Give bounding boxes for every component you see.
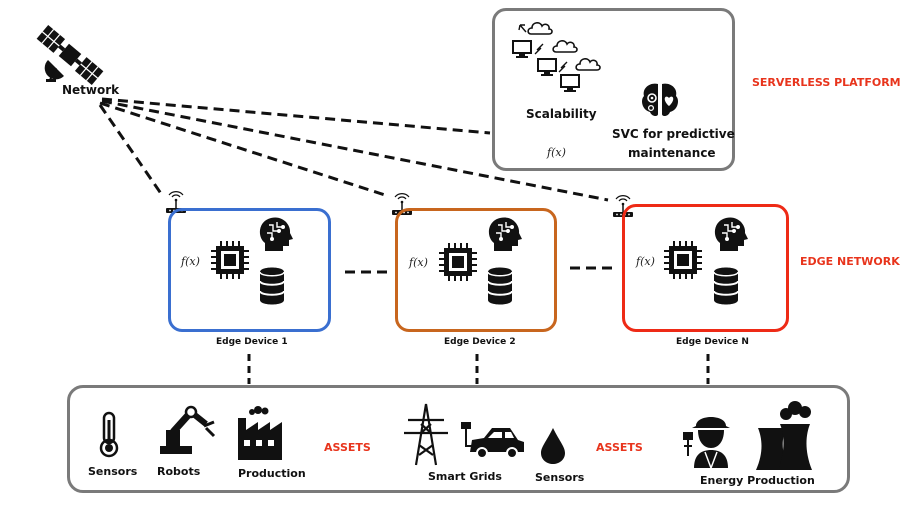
power-tower-icon [404, 403, 448, 466]
scalability-label: Scalability [526, 107, 597, 121]
device1-fx-label: f(x) [181, 255, 200, 268]
robot-arm-icon [160, 405, 216, 454]
energy-production-label: Energy Production [700, 474, 815, 487]
assets-title-right: ASSETS [596, 441, 643, 454]
asset-links [247, 354, 710, 384]
satellite-icon [36, 24, 104, 86]
cooling-tower-icon [756, 401, 812, 470]
edge-device-n-frame [622, 204, 789, 332]
svc-label-line1: SVC for predictive [612, 127, 735, 141]
brain-icon [642, 83, 678, 117]
assets-frame [67, 385, 850, 493]
network-links [98, 97, 609, 202]
platform-fx-label: f(x) [547, 146, 566, 159]
smart-grids-label: Smart Grids [428, 470, 502, 483]
edge-device-1-frame [168, 208, 331, 332]
serverless-platform-frame [492, 8, 735, 171]
device2-fx-label: f(x) [409, 256, 428, 269]
edge-device-1-label: Edge Device 1 [216, 337, 288, 347]
scalability-icon [512, 21, 601, 93]
edge-device-n-label: Edge Device N [676, 337, 749, 347]
edge-network-title: EDGE NETWORK [800, 255, 900, 268]
svc-label-line2: maintenance [628, 146, 716, 160]
edge-device-2-label: Edge Device 2 [444, 337, 516, 347]
device3-fx-label: f(x) [636, 255, 655, 268]
assets-title-left: ASSETS [324, 441, 371, 454]
device-links [345, 266, 612, 274]
robots-label: Robots [157, 465, 201, 478]
dish-icon [44, 60, 64, 82]
thermometer-icon [99, 411, 119, 458]
water-drop-icon [541, 428, 565, 464]
serverless-platform-title: SERVERLESS PLATFORM [752, 76, 901, 89]
sensors2-label: Sensors [535, 471, 585, 484]
production-label: Production [238, 467, 306, 480]
engineer-icon [683, 417, 730, 469]
network-label: Network [62, 83, 120, 97]
factory-icon [238, 406, 282, 460]
edge-device-2-frame [395, 208, 557, 332]
electric-car-icon [461, 422, 524, 459]
sensors-label: Sensors [88, 465, 138, 478]
